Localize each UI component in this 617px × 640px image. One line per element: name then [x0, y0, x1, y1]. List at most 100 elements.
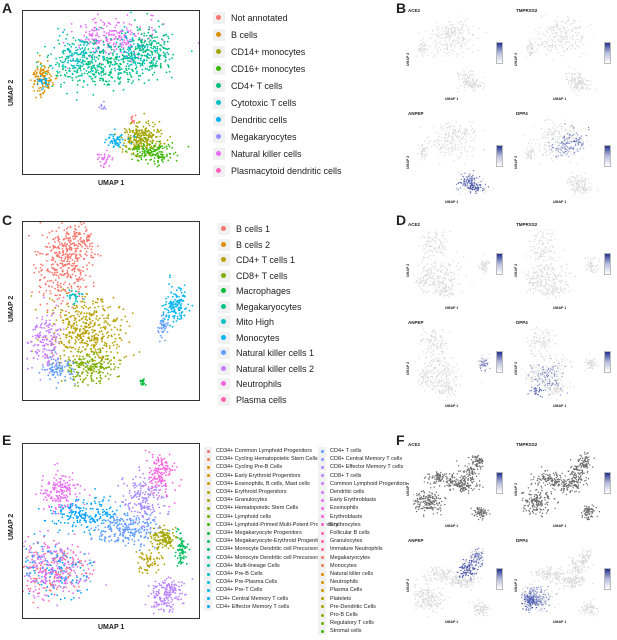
scatter-point [556, 145, 558, 147]
scatter-point [472, 128, 474, 130]
scatter-point [94, 34, 97, 37]
scatter-point [45, 81, 47, 83]
scatter-point [464, 184, 466, 186]
scatter-point [447, 135, 449, 138]
scatter-point [446, 33, 448, 35]
scatter-point [140, 135, 142, 138]
scatter-point [82, 266, 85, 269]
scatter-point [47, 253, 49, 256]
scatter-point [100, 330, 103, 333]
scatter-point [95, 28, 98, 30]
scatter-point [575, 186, 577, 188]
scatter-point [440, 139, 442, 142]
scatter-point [136, 129, 138, 132]
scatter-point [76, 355, 78, 357]
scatter-point [558, 144, 560, 147]
scatter-point [468, 82, 470, 84]
scatter-point [79, 238, 81, 241]
scatter-point [89, 326, 92, 329]
scatter-point [134, 62, 137, 65]
scatter-point [418, 49, 420, 51]
scatter-point [197, 42, 199, 44]
scatter-point [153, 157, 156, 160]
scatter-point [441, 126, 443, 128]
scatter-point [573, 140, 576, 142]
scatter-point [91, 358, 94, 360]
scatter-point [459, 28, 461, 30]
scatter-point [141, 68, 144, 71]
scatter-point [70, 287, 73, 289]
scatter-point [458, 141, 460, 143]
scatter-point [467, 26, 469, 28]
scatter-point [573, 141, 575, 143]
scatter-point [48, 83, 50, 86]
scatter-point [570, 176, 572, 178]
scatter-point [441, 27, 443, 29]
scatter-point [462, 78, 464, 80]
scatter-point [453, 149, 455, 151]
scatter-point [420, 51, 422, 53]
scatter-point [100, 153, 103, 156]
scatter-point [129, 129, 131, 132]
legend-label: B cells [231, 30, 258, 40]
scatter-point [582, 77, 584, 79]
scatter-point [91, 58, 94, 60]
scatter-point [141, 152, 144, 155]
scatter-point [439, 34, 441, 36]
scatter-point [562, 37, 564, 39]
scatter-point [65, 235, 67, 238]
scatter-point [56, 70, 59, 73]
scatter-point [91, 251, 93, 254]
scatter-point [136, 26, 139, 29]
scatter-point [422, 38, 424, 40]
scatter-point [102, 371, 104, 374]
scatter-point [567, 40, 569, 43]
scatter-point [570, 124, 572, 126]
scatter-point [472, 188, 474, 190]
scatter-point [44, 245, 47, 248]
scatter-point [92, 343, 95, 346]
scatter-point [455, 55, 457, 57]
scatter-point [462, 56, 464, 58]
scatter-point [118, 72, 120, 74]
scatter-point [44, 353, 46, 356]
scatter-point [472, 175, 474, 177]
scatter-point [114, 337, 117, 340]
scatter-point [468, 29, 470, 31]
scatter-point [466, 80, 468, 82]
scatter-point [464, 149, 466, 151]
scatter-point [102, 69, 105, 72]
scatter-point [85, 44, 88, 47]
scatter-point [149, 34, 151, 37]
scatter-point [552, 132, 554, 135]
scatter-point [57, 305, 60, 308]
scatter-point [461, 28, 463, 30]
scatter-point [529, 47, 531, 49]
scatter-point [113, 356, 115, 359]
scatter-point [423, 150, 425, 153]
scatter-point [60, 86, 62, 88]
legend-key [213, 131, 225, 143]
scatter-point [462, 36, 464, 38]
scatter-point [187, 145, 190, 148]
scatter-point [111, 63, 114, 66]
cluster-cd8 [52, 344, 122, 387]
scatter-point [83, 257, 86, 260]
scatter-point [568, 81, 570, 83]
scatter-point [566, 38, 568, 40]
scatter-point [564, 150, 566, 152]
feature-plot-ylabel: UMAP 2 [514, 52, 518, 66]
scatter-point [461, 146, 463, 148]
scatter-point [65, 310, 67, 313]
scatter-point [78, 330, 81, 333]
scatter-point [576, 45, 578, 47]
scatter-point [69, 275, 72, 277]
scatter-point [142, 132, 144, 135]
scatter-point [87, 307, 90, 310]
scatter-point [459, 21, 461, 23]
scatter-point [460, 37, 462, 39]
scatter-point [471, 178, 473, 180]
scatter-point [80, 311, 83, 314]
scatter-point [586, 188, 588, 190]
scatter-point [128, 60, 131, 63]
